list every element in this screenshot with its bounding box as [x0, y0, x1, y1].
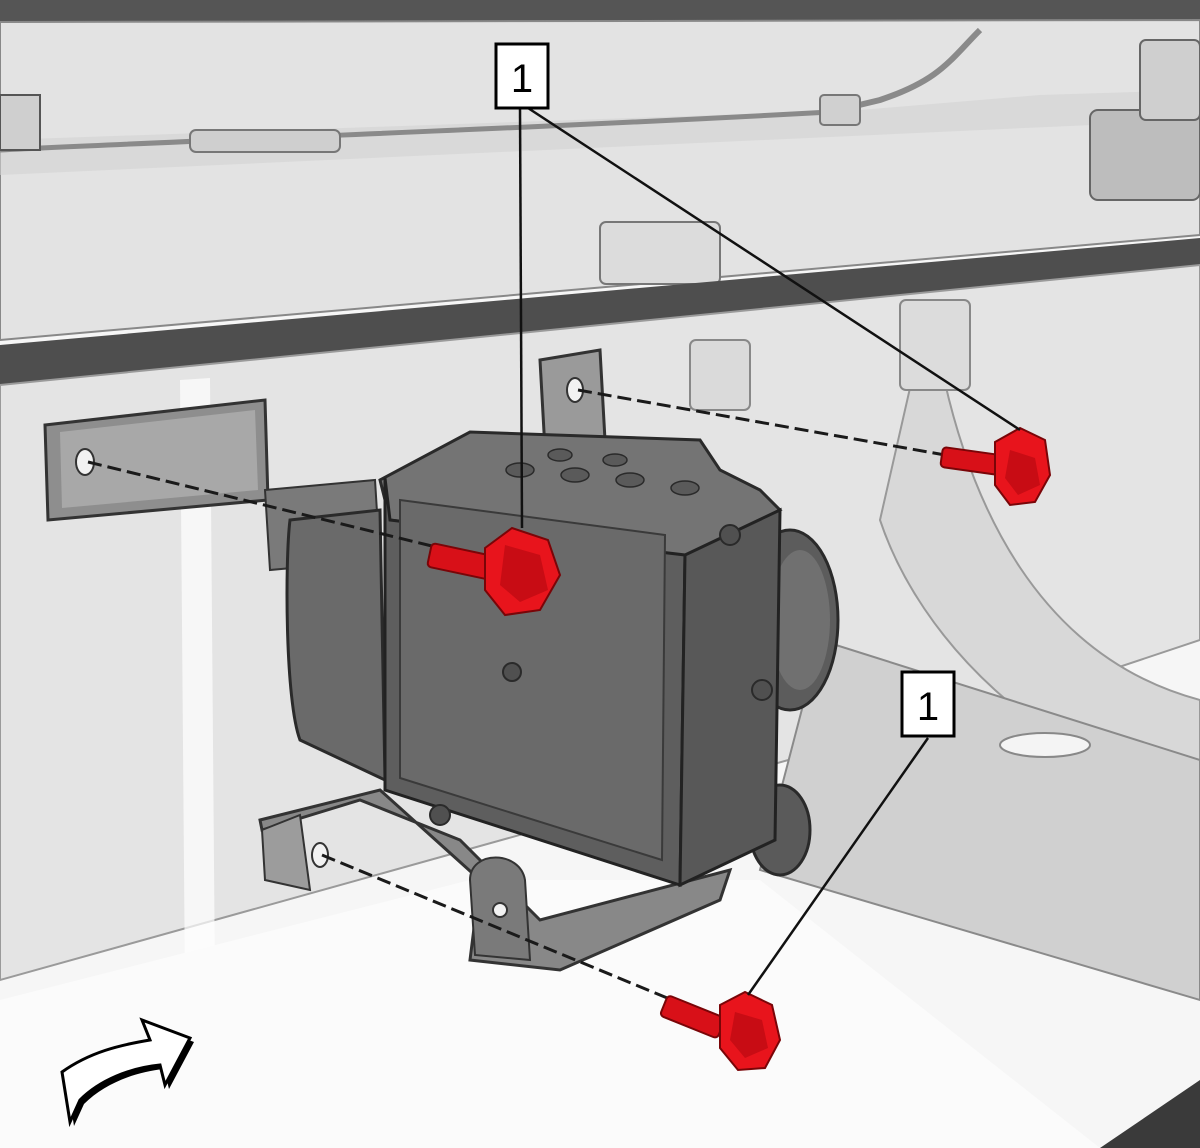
install-path-upper-right: [577, 388, 946, 457]
leader-line: [746, 737, 930, 996]
front-direction-arrow-icon: [60, 1017, 194, 1128]
callout-box: 1: [494, 42, 550, 110]
leader-lines: [518, 106, 1021, 996]
install-paths: [87, 388, 946, 1002]
callout-label: 1: [511, 57, 533, 101]
callout-label: 1: [917, 685, 939, 729]
fastener-upper-left: [426, 526, 562, 617]
install-path-upper-left: [87, 460, 441, 550]
callout-box: 1: [900, 670, 956, 738]
floor-pan: [0, 0, 1200, 342]
leader-line: [518, 107, 524, 529]
abs-module: [285, 430, 840, 888]
ground: [0, 880, 1100, 1148]
install-path-lower: [321, 853, 673, 1002]
leader-line: [527, 106, 1021, 432]
fastener-upper-right: [939, 426, 1052, 507]
